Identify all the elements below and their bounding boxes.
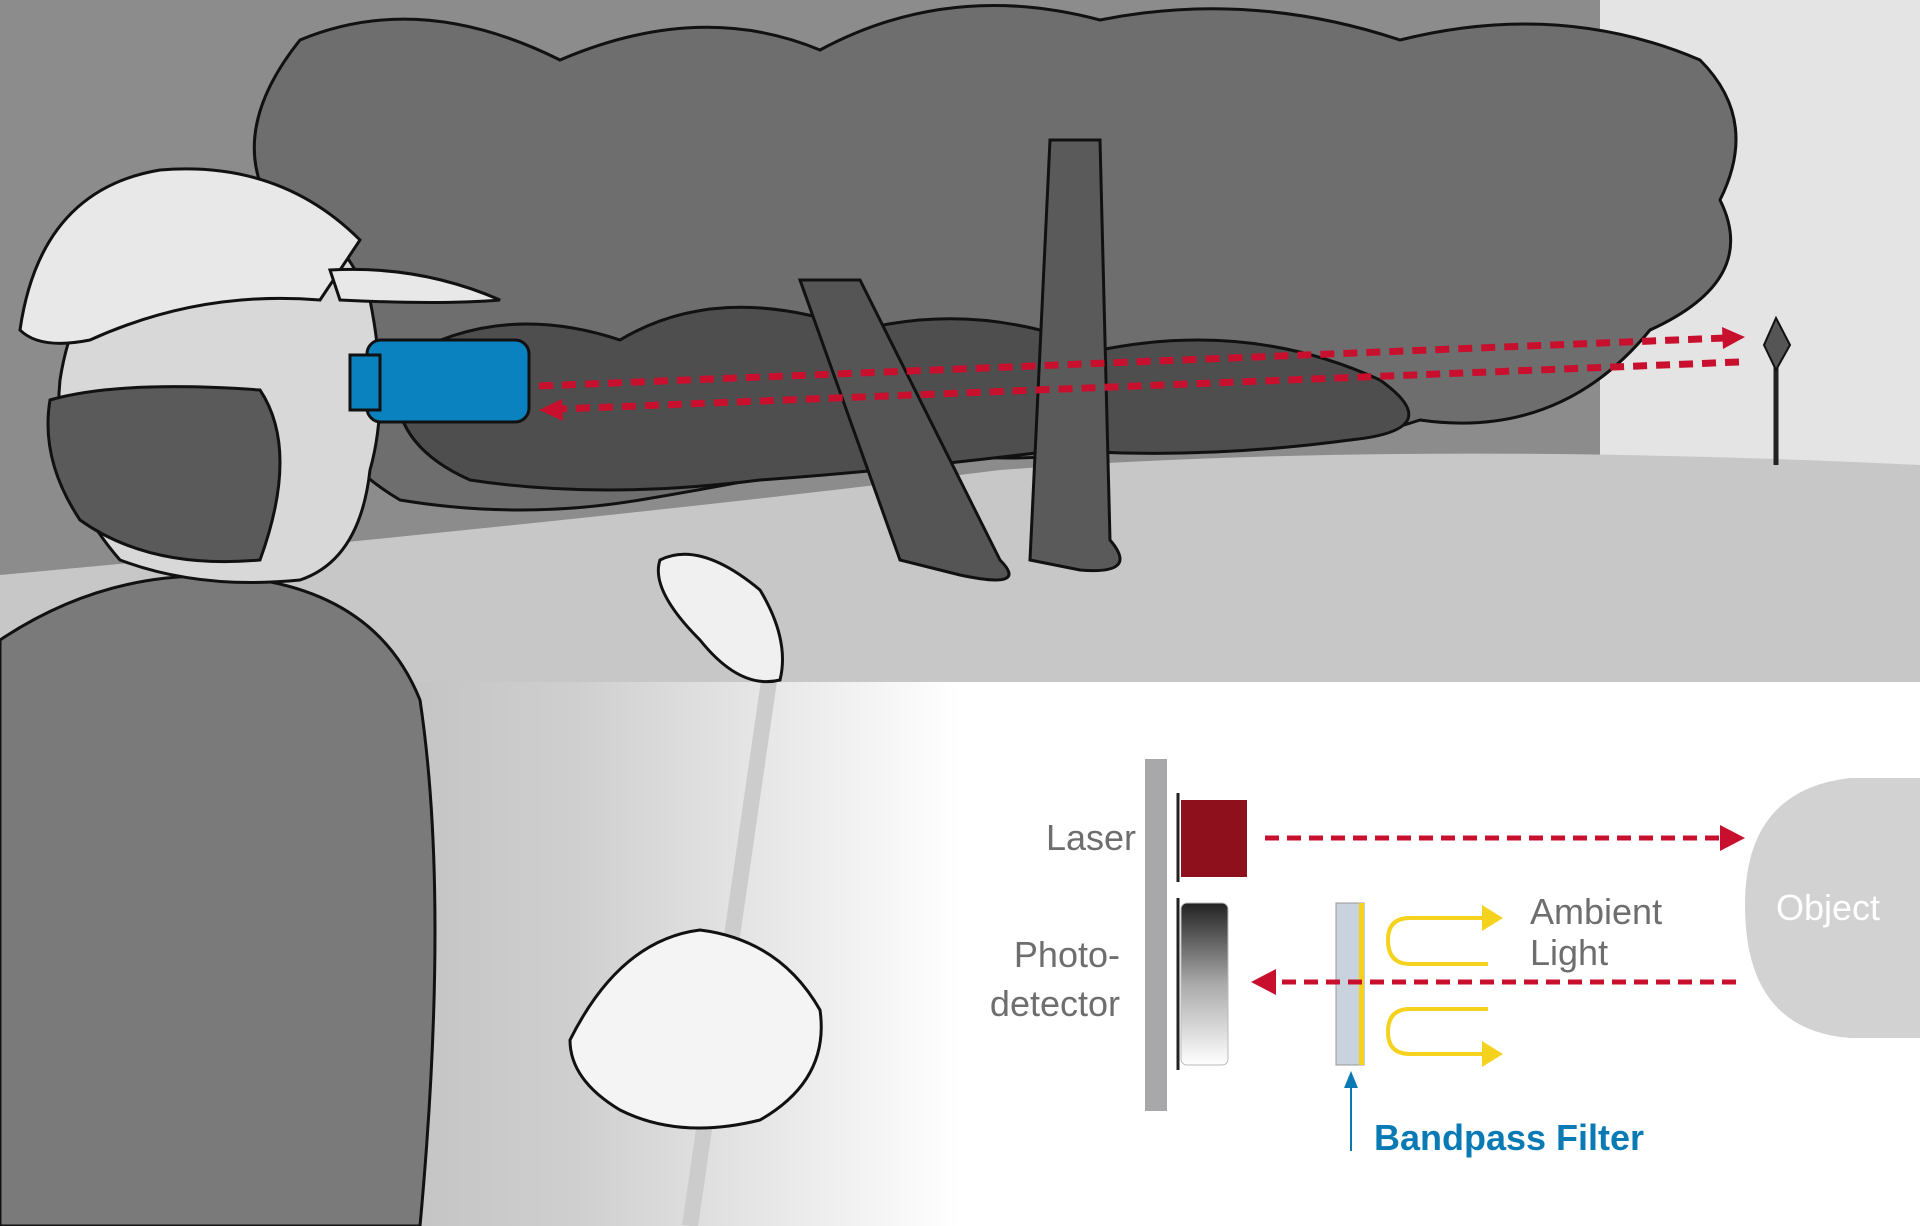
ambient-label-line1: Ambient bbox=[1530, 891, 1663, 932]
filter-pointer-arrowhead bbox=[1344, 1071, 1358, 1088]
photodetector bbox=[1180, 902, 1229, 1066]
reflected-beam-arrowhead bbox=[1251, 969, 1276, 995]
object-label: Object bbox=[1776, 887, 1881, 928]
photodetector-label-line2: detector bbox=[989, 983, 1120, 1024]
ambient-arrowhead-lower bbox=[1482, 1041, 1503, 1067]
return-arrowhead bbox=[539, 399, 563, 421]
beam-arrows bbox=[538, 327, 1745, 421]
rangefinder-icon bbox=[348, 338, 531, 424]
golfer-icon bbox=[0, 167, 501, 1226]
photodetector-label-line1: Photo- bbox=[1013, 934, 1120, 975]
ambient-light-arrows bbox=[1385, 916, 1488, 1056]
bandpass-filter-label: Bandpass Filter bbox=[1374, 1117, 1645, 1158]
golf-club-icon bbox=[568, 552, 823, 1226]
ambient-arrowhead-upper bbox=[1482, 905, 1503, 931]
laser-beam-arrowhead bbox=[1720, 825, 1745, 851]
outgoing-arrowhead bbox=[1722, 327, 1745, 349]
flag-pin-icon bbox=[1762, 315, 1792, 465]
laser-diode bbox=[1181, 800, 1247, 877]
outgoing-beam bbox=[538, 334, 1726, 390]
laser-label: Laser bbox=[1045, 817, 1136, 858]
circuit-board bbox=[1145, 759, 1167, 1111]
ambient-label-line2: Light bbox=[1530, 932, 1609, 973]
object-shape bbox=[1745, 778, 1920, 1038]
return-beam bbox=[559, 358, 1740, 413]
